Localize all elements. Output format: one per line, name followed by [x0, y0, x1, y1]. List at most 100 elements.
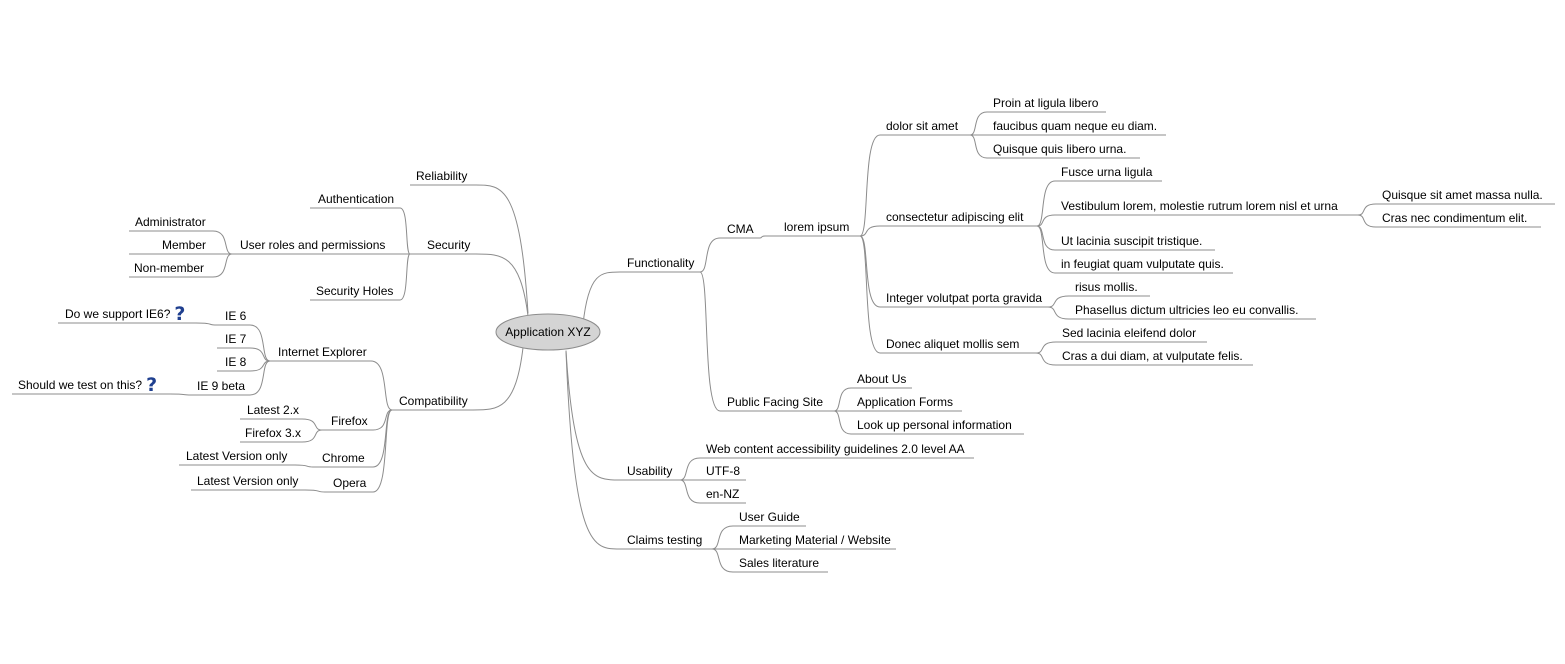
node-donec[interactable]: Donec aliquet mollis sem [886, 337, 1019, 351]
connector-integer [859, 235, 881, 308]
node-in-feugiat[interactable]: in feugiat quam vulputate quis. [1061, 257, 1224, 271]
node-chrome[interactable]: Chrome [322, 451, 365, 465]
node-member[interactable]: Member [162, 238, 206, 252]
connector-about-us [833, 387, 852, 412]
connector-donec [859, 235, 881, 354]
node-risus[interactable]: risus mollis. [1075, 280, 1138, 294]
node-phasellus[interactable]: Phasellus dictum ultricies leo eu conval… [1075, 303, 1298, 317]
node-cras-nec[interactable]: Cras nec condimentum elit. [1382, 211, 1527, 225]
connector-user-guide [711, 525, 734, 550]
node-ie6-q[interactable]: Do we support IE6? [65, 307, 171, 321]
connector-en-nz [679, 479, 701, 504]
node-vestibulum[interactable]: Vestibulum lorem, molestie rutrum lorem … [1061, 199, 1338, 213]
node-authentication[interactable]: Authentication [318, 192, 394, 206]
node-administrator[interactable]: Administrator [135, 215, 206, 229]
connector-administrator [212, 230, 233, 255]
connector-non-member [212, 253, 233, 278]
connector-vestibulum [1036, 214, 1056, 227]
connector-ie7 [249, 347, 271, 362]
node-firefox[interactable]: Firefox [331, 414, 368, 428]
node-quisque-sit[interactable]: Quisque sit amet massa nulla. [1382, 188, 1543, 202]
connector-fusce [1036, 180, 1056, 227]
connector-reliability [475, 184, 529, 314]
root-ellipse[interactable] [495, 313, 601, 351]
node-ie9[interactable]: IE 9 beta [197, 379, 245, 393]
node-app-forms[interactable]: Application Forms [857, 395, 953, 409]
node-quisque-quis[interactable]: Quisque quis libero urna. [993, 142, 1126, 156]
connector-security-holes [399, 253, 411, 301]
node-cras-a[interactable]: Cras a dui diam, at vulputate felis. [1062, 349, 1243, 363]
node-lorem-ipsum[interactable]: lorem ipsum [784, 220, 849, 234]
node-dolor[interactable]: dolor sit amet [886, 119, 959, 133]
connector-ut-lacinia [1036, 225, 1056, 251]
node-opera[interactable]: Opera [333, 476, 367, 490]
connector-chrome-latest [294, 464, 314, 468]
connector-opera [372, 409, 393, 493]
connector-sed-lacinia [1035, 341, 1057, 354]
connector-quisque-quis [969, 134, 988, 159]
node-security-holes[interactable]: Security Holes [316, 284, 393, 298]
node-usability[interactable]: Usability [627, 464, 672, 478]
node-security[interactable]: Security [427, 238, 470, 252]
connector-phasellus [1047, 306, 1070, 320]
node-user-guide[interactable]: User Guide [739, 510, 800, 524]
connector-security [475, 253, 529, 317]
connector-ie9 [249, 360, 271, 396]
node-internet-explorer[interactable]: Internet Explorer [278, 345, 367, 359]
node-en-nz[interactable]: en-NZ [706, 487, 739, 501]
node-claims[interactable]: Claims testing [627, 533, 702, 547]
connector-usability [565, 350, 621, 481]
connector-quisque-sit [1357, 203, 1377, 216]
node-marketing[interactable]: Marketing Material / Website [739, 533, 891, 547]
node-user-roles[interactable]: User roles and permissions [240, 238, 385, 252]
node-faucibus[interactable]: faucibus quam neque eu diam. [993, 119, 1157, 133]
node-ut-lacinia[interactable]: Ut lacinia suscipit tristique. [1061, 234, 1202, 248]
connector-ff2 [301, 418, 323, 431]
connector-cras-nec [1357, 214, 1377, 228]
node-wcag[interactable]: Web content accessibility guidelines 2.0… [706, 442, 965, 456]
node-ie7[interactable]: IE 7 [225, 332, 247, 346]
node-lookup[interactable]: Look up personal information [857, 418, 1012, 432]
connector-functionality [582, 271, 621, 325]
node-integer[interactable]: Integer volutpat porta gravida [886, 291, 1042, 305]
node-compatibility[interactable]: Compatibility [399, 394, 468, 408]
root-label: Application XYZ [505, 325, 590, 339]
connector-cma [699, 237, 721, 273]
node-proin[interactable]: Proin at ligula libero [993, 96, 1099, 110]
node-functionality[interactable]: Functionality [627, 256, 694, 270]
node-ff2[interactable]: Latest 2.x [247, 403, 299, 417]
connector-ie9-q [169, 393, 192, 396]
node-opera-latest[interactable]: Latest Version only [197, 474, 298, 488]
node-ie6[interactable]: IE 6 [225, 309, 247, 323]
node-non-member[interactable]: Non-member [134, 261, 204, 275]
node-cma[interactable]: CMA [727, 222, 754, 236]
node-consectetur[interactable]: consectetur adipiscing elit [886, 210, 1024, 224]
connector-proin [969, 111, 988, 136]
node-fusce[interactable]: Fusce urna ligula [1061, 165, 1153, 179]
node-chrome-latest[interactable]: Latest Version only [186, 449, 287, 463]
node-sales[interactable]: Sales literature [739, 556, 819, 570]
node-ie9-q[interactable]: Should we test on this? [18, 378, 142, 392]
node-ff3[interactable]: Firefox 3.x [245, 426, 301, 440]
node-ie8[interactable]: IE 8 [225, 355, 247, 369]
connector-lorem-ipsum [759, 235, 766, 239]
connector-in-feugiat [1036, 225, 1056, 274]
connector-compatibility [472, 347, 524, 411]
question-icon: ? [174, 303, 185, 325]
node-utf8[interactable]: UTF-8 [706, 464, 740, 478]
connector-risus [1047, 295, 1070, 308]
node-about-us[interactable]: About Us [857, 372, 906, 386]
node-sed-lacinia[interactable]: Sed lacinia eleifend dolor [1062, 326, 1196, 340]
connector-wcag [679, 457, 701, 481]
connector-authentication [399, 207, 411, 255]
connector-opera-latest [304, 489, 326, 493]
connector-cras-a [1035, 352, 1057, 366]
connector-consectetur [859, 225, 881, 237]
connector-claims [565, 351, 621, 550]
connector-ie6-q [195, 322, 218, 326]
node-public-site[interactable]: Public Facing Site [727, 395, 823, 409]
node-reliability[interactable]: Reliability [416, 169, 467, 183]
connector-dolor [859, 134, 881, 237]
